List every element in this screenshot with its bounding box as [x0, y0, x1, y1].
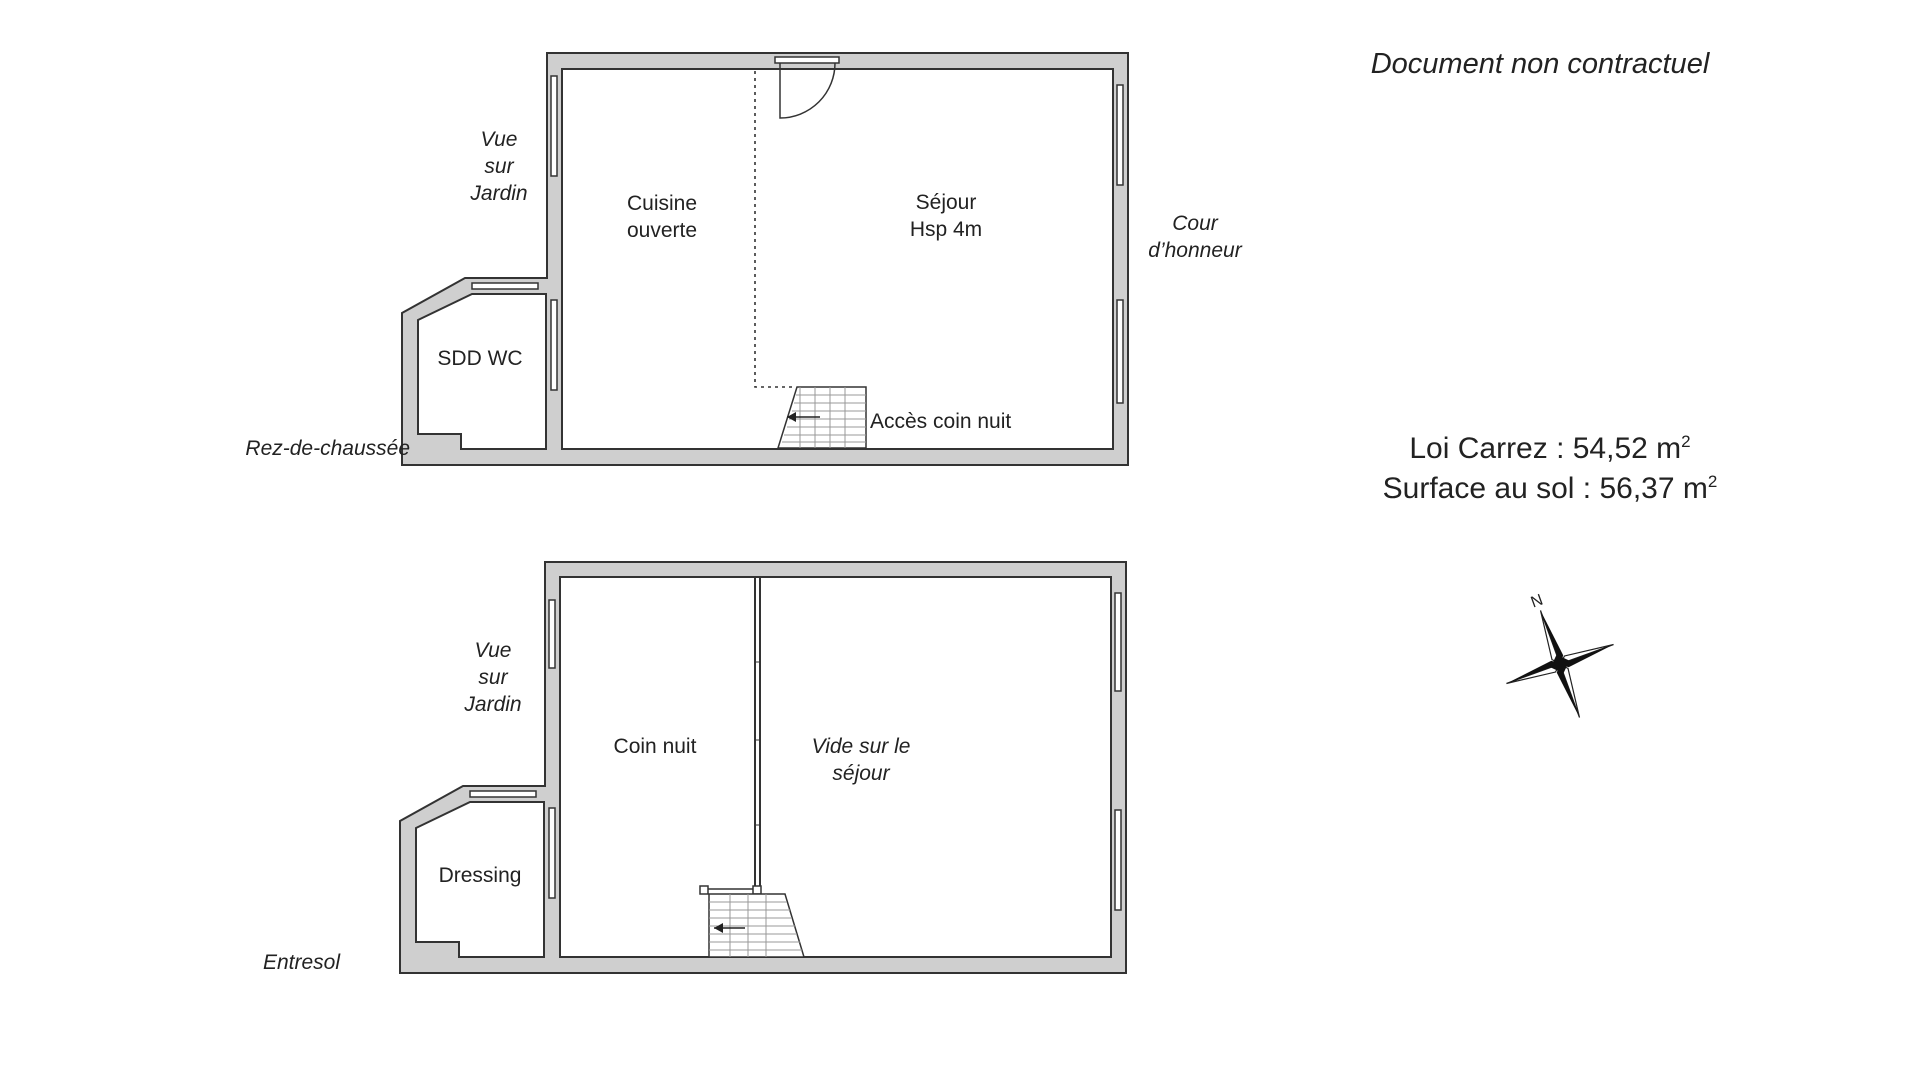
- window: [550, 75, 558, 177]
- window: [550, 299, 558, 391]
- floor-name-ground: Rez-de-chaussée: [245, 437, 410, 460]
- exterior-label-cour: Cour d’honneur: [1148, 212, 1242, 262]
- window: [1114, 809, 1122, 911]
- entrance-door-frame: [774, 56, 840, 64]
- surface-sol-exponent: 2: [1707, 472, 1718, 491]
- sdd-wc-room: [417, 293, 547, 450]
- room-label-vide-sur-sejour: Vide sur le séjour: [811, 735, 911, 785]
- room-label-sejour: Séjour Hsp 4m: [909, 191, 983, 241]
- room-label-acces-coin-nuit: Accès coin nuit: [870, 410, 1012, 433]
- surface-sol-label: Surface au sol :: [1382, 472, 1600, 505]
- floor-surface: Surface au sol : 56,37 m2: [1330, 472, 1770, 506]
- mezzanine-staircase: [708, 893, 806, 958]
- compass-rose-icon: N: [1506, 592, 1614, 718]
- floor-name-mezzanine: Entresol: [262, 951, 340, 974]
- ground-floor-staircase: [776, 386, 867, 449]
- loi-carrez-exponent: 2: [1681, 432, 1691, 451]
- window: [1116, 299, 1124, 404]
- loi-carrez-surface: Loi Carrez : 54,52 m2: [1330, 432, 1770, 466]
- exterior-label-jardin: Vue sur Jardin: [470, 128, 528, 205]
- exterior-label-jardin-mezzanine: Vue sur Jardin: [464, 639, 522, 716]
- room-label-sdd-wc: SDD WC: [437, 347, 523, 370]
- door-swing: [779, 62, 836, 119]
- room-label-cuisine: Cuisine ouverte: [626, 192, 698, 242]
- disclaimer: Document non contractuel: [1370, 48, 1710, 80]
- room-label-coin-nuit: Coin nuit: [613, 735, 697, 758]
- window: [1114, 592, 1122, 692]
- window: [471, 282, 539, 290]
- surface-sol-value: 56,37 m: [1599, 472, 1708, 505]
- window: [469, 790, 537, 798]
- window: [548, 807, 556, 899]
- compass-north-label: N: [1529, 592, 1546, 612]
- loi-carrez-label: Loi Carrez :: [1409, 432, 1573, 465]
- window: [1116, 84, 1124, 186]
- loi-carrez-value: 54,52 m: [1572, 432, 1682, 465]
- ground-floor-plan: [401, 52, 1129, 466]
- ground-floor-main-room: [561, 68, 1114, 450]
- window: [548, 599, 556, 669]
- dressing-room: [415, 801, 545, 958]
- kitchen-living-limit: [754, 71, 795, 388]
- mezzanine-floor-plan: [399, 561, 1127, 974]
- vide-sur-sejour-area: [754, 576, 1112, 958]
- room-label-dressing: Dressing: [438, 864, 522, 887]
